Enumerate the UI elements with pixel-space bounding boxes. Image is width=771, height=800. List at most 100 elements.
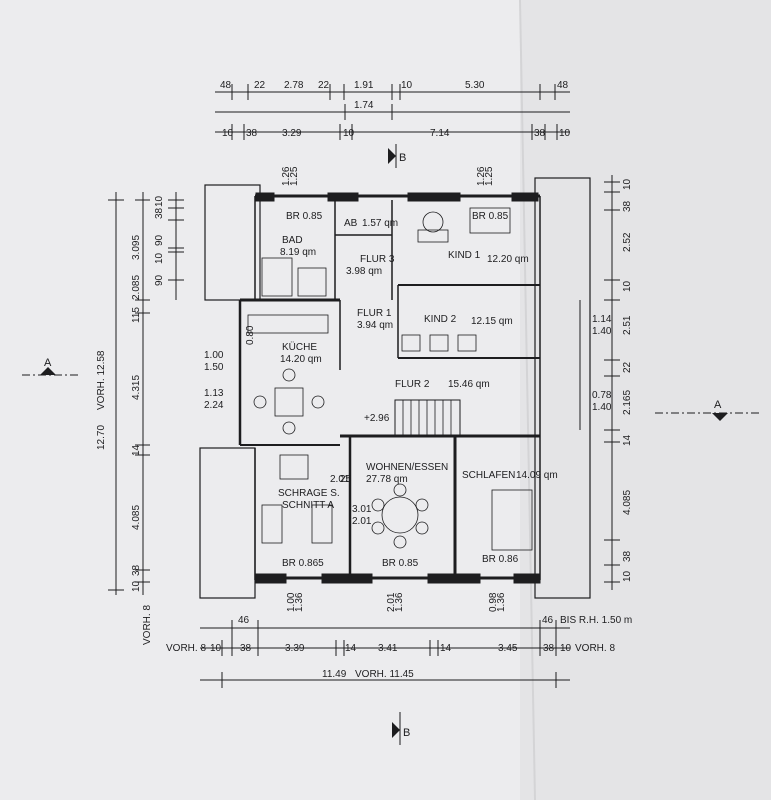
dim-left-i5: 90 xyxy=(154,274,165,286)
dim-left-2: 2.085 xyxy=(131,275,142,300)
bottom-window-left: BR 0.865 xyxy=(282,558,324,569)
dim-bottom-total: 11.49 xyxy=(322,669,347,680)
bottom-window-right: BR 0.86 xyxy=(482,554,519,565)
dim-top-r3-4: 10 xyxy=(343,128,355,139)
stair-level: +2.96 xyxy=(364,413,390,424)
dim-bottom-r1-2: 46 xyxy=(542,615,554,626)
dim-top-r3-6: 38 xyxy=(534,128,546,139)
room-bad-area: 8.19 qm xyxy=(280,247,316,258)
section-label-right: A xyxy=(714,399,722,411)
dim-left-i2: 38 xyxy=(154,207,165,219)
room-schrage-name: SCHRAGE S. xyxy=(278,488,340,499)
section-mark-bottom: B xyxy=(392,712,410,745)
kuche-side2-dim1: 1.13 xyxy=(204,388,224,399)
room-schrage-sub: SCHNITT A xyxy=(282,500,334,511)
bottom-opening-2b: 1.36 xyxy=(394,592,405,612)
room-flur1-name: FLUR 1 xyxy=(357,308,392,319)
room-flur1-area: 3.94 qm xyxy=(357,320,393,331)
bottom-opening-1a: 1.00 xyxy=(286,592,297,612)
kuche-side2-dim2: 2.24 xyxy=(204,400,224,411)
dim-bottom-r2-7: 3.45 xyxy=(498,643,518,654)
dim-left-i1: 10 xyxy=(154,195,165,207)
room-kind2-area: 12.15 qm xyxy=(471,316,513,327)
dim-right-11: 10 xyxy=(622,570,633,582)
bad-window-dim2: 1.25 xyxy=(289,166,300,186)
dim-top-1: 48 xyxy=(220,80,232,91)
room-schlafen-name: SCHLAFEN xyxy=(462,470,515,481)
dim-left-5: 14 xyxy=(131,444,142,456)
wohnen-dim-1: 2.01 xyxy=(330,474,350,485)
section-label-top: B xyxy=(399,152,406,164)
top-dimension-chain: 48 22 2.78 22 1.91 10 5.30 48 1.74 10 38… xyxy=(215,80,571,140)
dim-bottom-r2-8: 38 xyxy=(543,643,555,654)
dim-top-r3-5: 7.14 xyxy=(430,128,450,139)
dim-bottom-vorh-left: VORH. 8 xyxy=(166,643,206,654)
room-flur2-area: 15.46 qm xyxy=(448,379,490,390)
kuche-side-dim1: 1.00 xyxy=(204,350,224,361)
dim-right-5: 2.51 xyxy=(622,315,633,335)
room-wohnen-area: 27.78 qm xyxy=(366,474,408,485)
dim-right-1: 10 xyxy=(622,178,633,190)
dim-top-mid: 1.74 xyxy=(354,100,374,111)
dim-left-vorh: VORH. 8 xyxy=(142,605,153,645)
bottom-opening-1b: 1.36 xyxy=(294,592,305,612)
dim-left-total-vorh: VORH. 12.58 xyxy=(96,350,107,410)
room-kind2-name: KIND 2 xyxy=(424,314,457,325)
kind1-window-dim1: 1.26 xyxy=(476,166,487,186)
section-mark-left: A xyxy=(22,357,80,376)
bad-window-label: BR 0.85 xyxy=(286,211,323,222)
dim-bottom-r1-3: BIS R.H. 1.50 m xyxy=(560,615,632,626)
section-mark-top: B xyxy=(388,144,406,168)
dim-top-3: 2.78 xyxy=(284,80,304,91)
dim-left-i3: 90 xyxy=(154,234,165,246)
dim-bottom-r2-5: 3.41 xyxy=(378,643,398,654)
kuche-door-dim: 0.80 xyxy=(245,325,256,345)
dim-right-2: 38 xyxy=(622,200,633,212)
walls xyxy=(199,177,591,599)
dim-left-total: 12.70 xyxy=(96,425,107,450)
wohnen-dim-3: 3.01 xyxy=(352,504,372,515)
dim-right-i4: 1.40 xyxy=(592,402,612,413)
section-mark-right: A xyxy=(655,399,760,421)
dim-left-6: 4.085 xyxy=(131,505,142,530)
furniture xyxy=(247,207,533,551)
section-label-left: A xyxy=(44,357,52,369)
bad-window-dim1: 1.26 xyxy=(281,166,292,186)
dim-right-6: 22 xyxy=(622,361,633,373)
dim-top-r3-1: 10 xyxy=(222,128,234,139)
room-ab-name: AB xyxy=(344,218,358,229)
room-kind1-name: KIND 1 xyxy=(448,250,481,261)
dim-top-7: 5.30 xyxy=(465,80,485,91)
room-schlafen-area: 14.09 qm xyxy=(516,470,558,481)
room-flur3-name: FLUR 3 xyxy=(360,254,395,265)
dim-right-7: 2.165 xyxy=(622,390,633,415)
dim-left-3: 115 xyxy=(131,307,142,323)
dim-bottom-r2-6: 14 xyxy=(440,643,452,654)
dim-top-6: 10 xyxy=(401,80,413,91)
bottom-window-mid: BR 0.85 xyxy=(382,558,419,569)
paper-fold-shade xyxy=(520,0,771,800)
room-ab-area: 1.57 qm xyxy=(362,218,398,229)
dim-left-1: 3.095 xyxy=(131,235,142,260)
dim-left-8: 10 xyxy=(131,580,142,592)
dim-top-r3-7: 10 xyxy=(559,128,571,139)
room-flur2-name: FLUR 2 xyxy=(395,379,430,390)
bottom-opening-3a: 0.98 xyxy=(488,592,499,612)
right-dimension-chain: 10 38 2.52 10 2.51 22 2.165 14 4.085 38 … xyxy=(579,175,633,590)
dim-bottom-r2-3: 3.39 xyxy=(285,643,305,654)
dim-bottom-vorh-right: VORH. 8 xyxy=(575,643,615,654)
dim-right-i3: 0.78 xyxy=(592,390,612,401)
paper-fold xyxy=(519,0,536,800)
kind1-window-dim2: 1.25 xyxy=(484,166,495,186)
bottom-opening-2a: 2.01 xyxy=(386,592,397,612)
dim-bottom-r2-2: 38 xyxy=(240,643,252,654)
room-flur3-area: 3.98 qm xyxy=(346,266,382,277)
dim-top-r3-2: 38 xyxy=(246,128,258,139)
room-kind1-area: 12.20 qm xyxy=(487,254,529,265)
dim-bottom-total-vorh: VORH. 11.45 xyxy=(355,669,414,680)
dim-left-7: 38 xyxy=(131,564,142,576)
dim-right-i1: 1.14 xyxy=(592,314,612,325)
kuche-side-dim2: 1.50 xyxy=(204,362,224,373)
bottom-dimension-chain: 46 46 BIS R.H. 1.50 m VORH. 8 10 38 3.39… xyxy=(166,615,632,688)
